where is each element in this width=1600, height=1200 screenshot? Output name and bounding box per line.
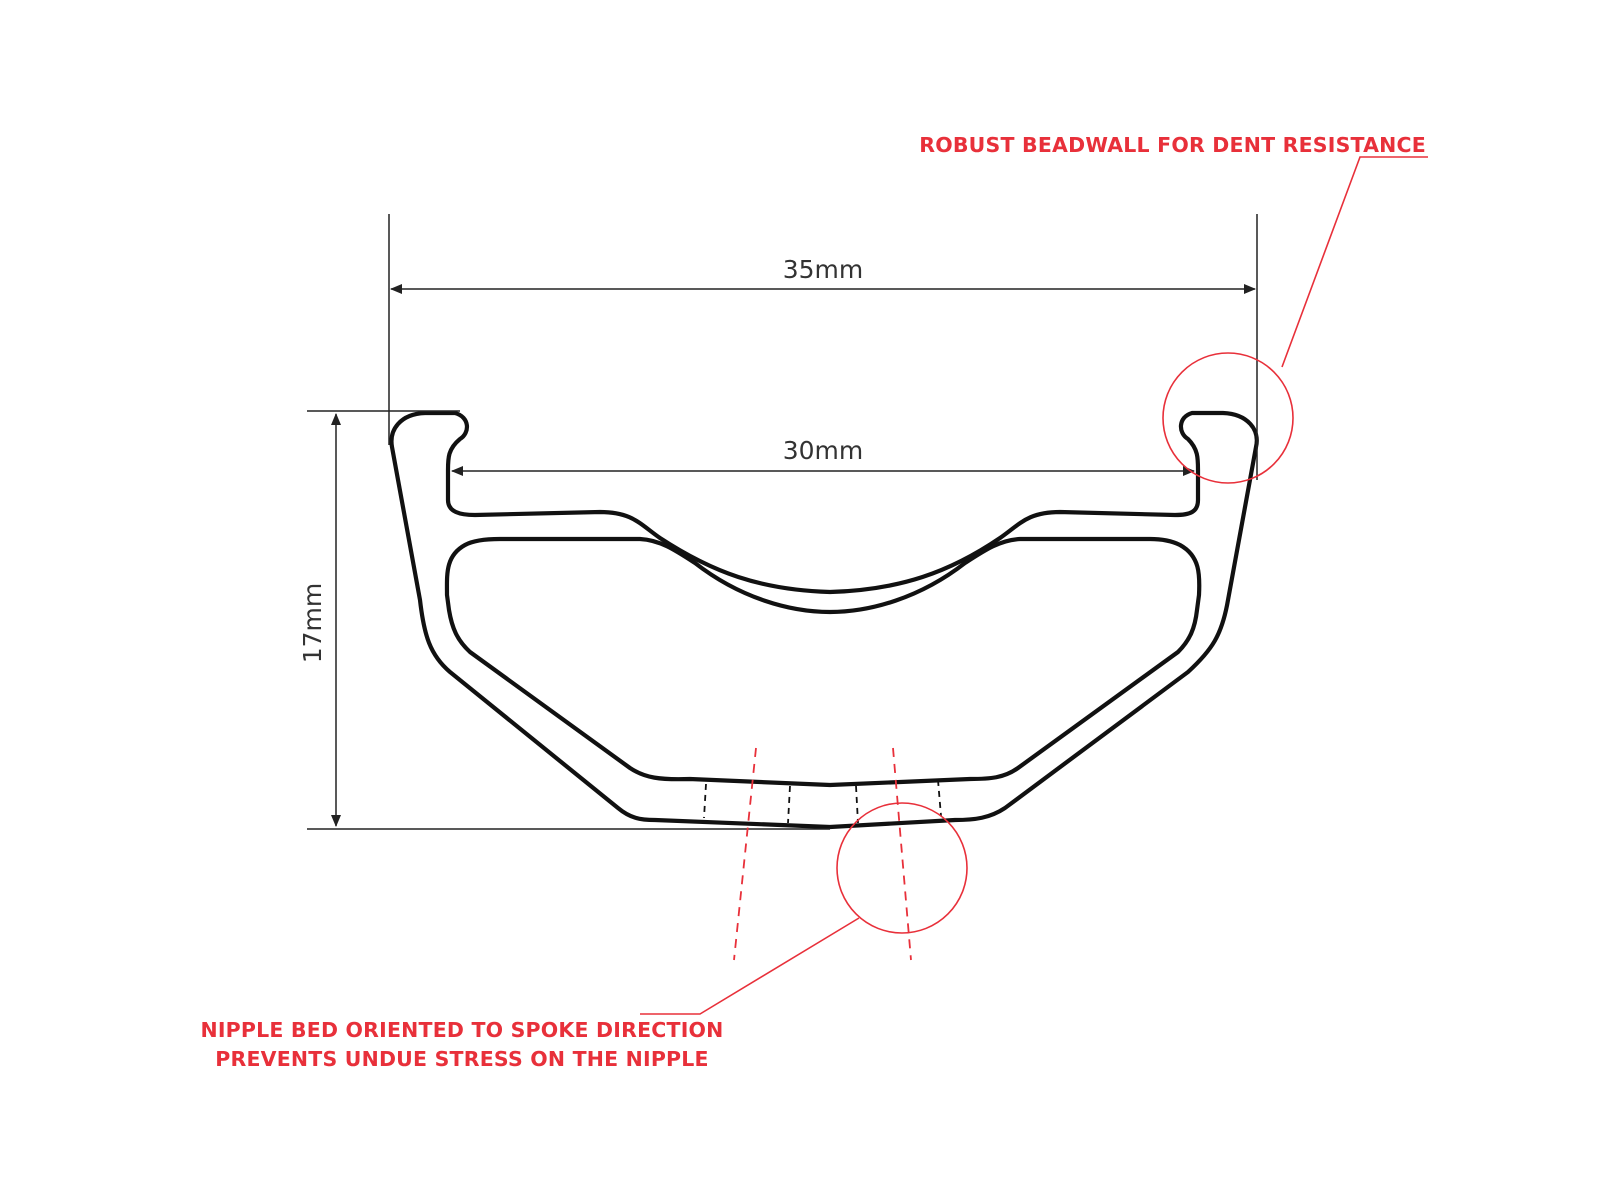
rim-outer-contour — [389, 410, 1259, 830]
nipple-bed-marker-1 — [703, 783, 707, 819]
rim-inner-chamber — [444, 536, 1202, 788]
nipple-bed-marker-3 — [855, 785, 859, 824]
beadwall-leader-line — [1281, 156, 1428, 368]
spoke-direction-line-right — [892, 747, 912, 961]
nipple-bed-marker-4 — [937, 779, 942, 817]
spoke-direction-line-left — [733, 747, 757, 961]
outer-width-label: 35mm — [783, 255, 864, 284]
nipple-leader-line — [640, 917, 860, 1015]
height-label: 17mm — [298, 583, 327, 664]
nipple-callout: NIPPLE BED ORIENTED TO SPOKE DIRECTION P… — [200, 747, 968, 1071]
beadwall-highlight-circle — [1162, 352, 1294, 484]
rim-profile — [389, 410, 1259, 830]
nipple-bed-marker-2 — [787, 785, 791, 824]
outer-width-dimension: 35mm — [388, 214, 1258, 480]
nipple-callout-text-line1: NIPPLE BED ORIENTED TO SPOKE DIRECTION — [200, 1018, 723, 1042]
beadwall-callout: ROBUST BEADWALL FOR DENT RESISTANCE — [919, 133, 1428, 484]
beadwall-callout-text: ROBUST BEADWALL FOR DENT RESISTANCE — [919, 133, 1426, 157]
inner-width-dimension: 30mm — [451, 436, 1195, 476]
height-dimension: 17mm — [298, 410, 830, 830]
inner-width-label: 30mm — [783, 436, 864, 465]
nipple-highlight-circle — [836, 802, 968, 934]
nipple-callout-text-line2: PREVENTS UNDUE STRESS ON THE NIPPLE — [215, 1047, 709, 1071]
